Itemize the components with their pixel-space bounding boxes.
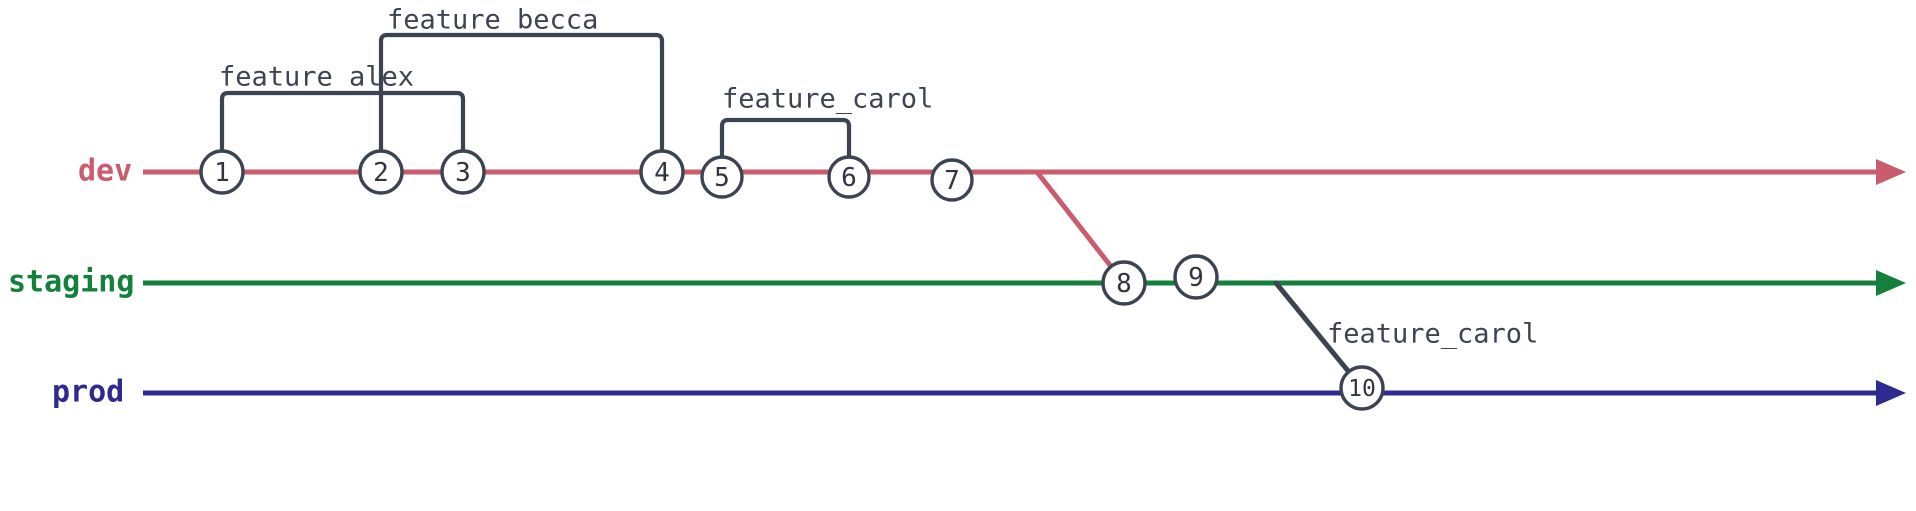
- feature-alex-label[interactable]: feature_alex: [219, 62, 414, 93]
- commit-circle-5: [700, 155, 744, 199]
- commit-label-1: 1: [214, 158, 230, 188]
- staging-arrowhead: [1876, 270, 1906, 296]
- commit-label-4: 4: [654, 158, 670, 188]
- commit-label-3: 3: [455, 158, 471, 188]
- prod-arrowhead: [1876, 380, 1906, 406]
- branch-line-prod: [143, 380, 1906, 406]
- bracket-feature-becca: [378, 32, 665, 175]
- feature-brackets: feature_becca feature_alex feature_carol: [219, 5, 933, 180]
- commit-label-8: 8: [1116, 269, 1132, 299]
- commit-node-10[interactable]: 10: [1339, 365, 1385, 411]
- commit-label-10: 10: [1348, 376, 1376, 402]
- commit-node-1[interactable]: 1: [199, 149, 245, 195]
- commit-node-6[interactable]: 6: [827, 155, 871, 199]
- commit-label-6: 6: [841, 163, 857, 193]
- commit-node-5[interactable]: 5: [700, 155, 744, 199]
- branch-line-dev: [143, 159, 1906, 185]
- commit-circle-9: [1173, 254, 1219, 300]
- commit-label-7: 7: [944, 166, 960, 196]
- commit-circle-3: [440, 149, 486, 195]
- commit-nodes: 1 2 3 4 5 6 7: [199, 149, 1385, 411]
- commit-label-9: 9: [1188, 263, 1204, 293]
- commit-node-3[interactable]: 3: [440, 149, 486, 195]
- merge-connectors: feature_carol: [1034, 169, 1538, 391]
- feature-carol-dev-label[interactable]: feature_carol: [722, 84, 933, 115]
- branch-lines: [143, 159, 1906, 406]
- bracket-feature-alex: [219, 90, 466, 175]
- bracket-feature-carol-dev: [719, 117, 852, 180]
- commit-node-9[interactable]: 9: [1173, 254, 1219, 300]
- feature-carol-prod-label[interactable]: feature_carol: [1327, 319, 1538, 350]
- commit-node-4[interactable]: 4: [639, 149, 685, 195]
- commit-label-2: 2: [373, 158, 389, 188]
- commit-node-2[interactable]: 2: [358, 149, 404, 195]
- commit-circle-4: [639, 149, 685, 195]
- commit-circle-2: [358, 149, 404, 195]
- commit-circle-10: [1339, 365, 1385, 411]
- branch-label-dev[interactable]: dev: [78, 154, 132, 189]
- branch-label-prod[interactable]: prod: [52, 375, 124, 410]
- commit-node-8[interactable]: 8: [1101, 260, 1147, 306]
- commit-node-7[interactable]: 7: [930, 158, 974, 202]
- merge-dev-to-staging: [1034, 169, 1127, 286]
- dev-arrowhead: [1876, 159, 1906, 185]
- commit-circle-7: [930, 158, 974, 202]
- branch-labels: dev staging prod: [8, 154, 134, 410]
- commit-circle-6: [827, 155, 871, 199]
- branch-line-staging: [143, 270, 1906, 296]
- feature-becca-label[interactable]: feature_becca: [387, 5, 598, 36]
- commit-circle-1: [199, 149, 245, 195]
- commit-circle-8: [1101, 260, 1147, 306]
- branch-label-staging[interactable]: staging: [8, 265, 134, 300]
- commit-label-5: 5: [714, 163, 730, 193]
